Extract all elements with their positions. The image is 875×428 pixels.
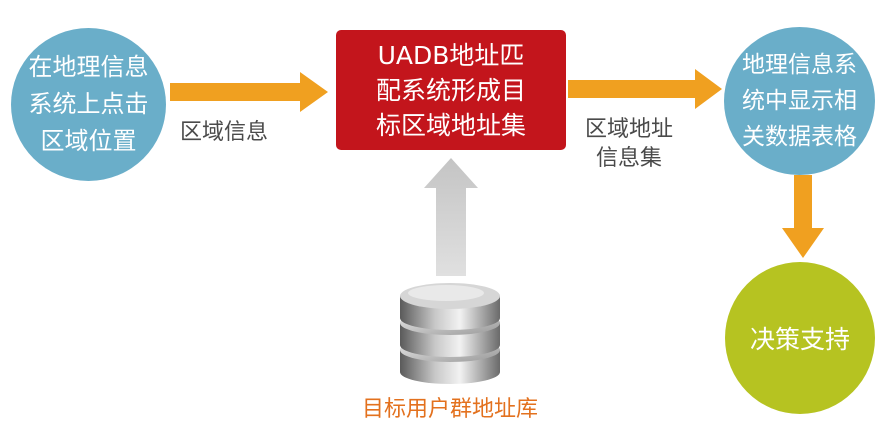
edge-label-line: 信息集 — [596, 146, 663, 171]
node-click-region-line: 在地理信息 — [28, 53, 149, 81]
node-gis-line: 统中显示相 — [742, 88, 857, 114]
edge-label-line: 区域信息 — [180, 120, 269, 145]
edge-label-region-info: 区域信息 — [180, 118, 268, 147]
node-click-region: 在地理信息 系统上点击 区域位置 — [11, 28, 166, 181]
arrow-db-to-match — [424, 158, 478, 276]
database-icon — [400, 283, 500, 384]
node-decision-support: 决策支持 — [725, 262, 875, 414]
database-label: 目标用户群地址库 — [361, 397, 538, 422]
arrow-match-to-gis — [568, 69, 722, 109]
edge-label-line: 区域地址 — [585, 117, 674, 142]
node-gis-line: 地理信息系 — [742, 52, 857, 78]
node-match-line: 标区域地址集 — [375, 110, 526, 140]
node-match-line: UADB地址匹 — [377, 40, 525, 70]
node-address-matching: UADB地址匹 配系统形成目 标区域地址集 — [336, 30, 566, 150]
edge-label-address-set: 区域地址 信息集 — [585, 115, 673, 173]
node-click-region-line: 系统上点击 — [28, 90, 149, 118]
node-gis-table: 地理信息系 统中显示相 关数据表格 — [724, 27, 875, 175]
arrow-region-to-match — [170, 72, 328, 112]
node-match-line: 配系统形成目 — [375, 75, 526, 105]
node-gis-line: 关数据表格 — [742, 124, 857, 150]
node-decision-label: 决策支持 — [749, 325, 850, 354]
arrow-gis-to-decision — [782, 175, 824, 258]
node-click-region-line: 区域位置 — [40, 127, 137, 155]
